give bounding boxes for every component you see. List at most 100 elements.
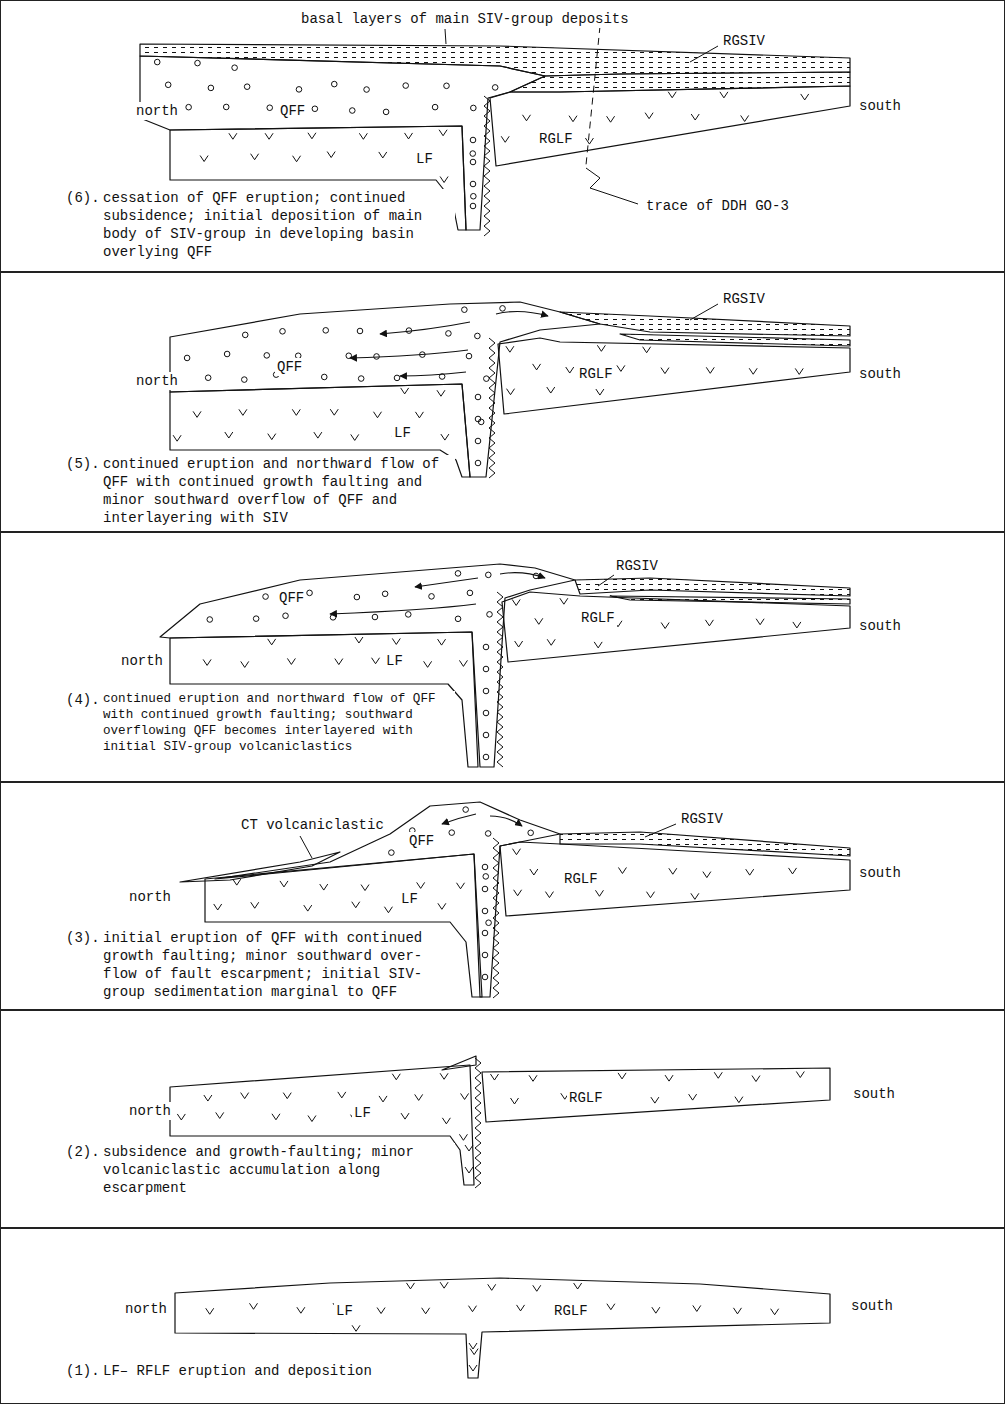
lava-symbol (377, 1308, 385, 1314)
lava-symbol (355, 637, 363, 643)
fragment-symbol (223, 104, 229, 110)
fragment-symbol (357, 328, 363, 334)
lava-symbol (515, 641, 523, 647)
fragment-symbol (483, 644, 489, 650)
unit-label: LF (352, 1104, 373, 1122)
fragment-symbol (482, 908, 488, 914)
lava-symbol (714, 1072, 722, 1078)
lava-symbol (469, 1343, 477, 1349)
fragment-symbol (482, 974, 488, 980)
unit-label: south (857, 617, 903, 635)
lava-symbol (422, 1308, 430, 1314)
lava-symbol (338, 1092, 346, 1098)
unit-label: north (127, 888, 173, 906)
fragment-symbol (455, 616, 461, 622)
unit-label: south (857, 365, 903, 383)
fragment-symbol (483, 710, 489, 716)
fragment-symbol (232, 65, 238, 71)
lava-symbol (733, 1308, 741, 1314)
lava-symbol (308, 133, 316, 139)
lava-symbol (193, 411, 201, 417)
lava-symbol (379, 152, 387, 158)
rock-unit-outline (490, 86, 850, 166)
fragment-symbol (364, 87, 370, 93)
flow-arrow (350, 350, 468, 358)
lava-symbol (547, 387, 555, 393)
unit-label: QFF (278, 102, 307, 120)
lava-symbol (392, 1074, 400, 1080)
stage-panel: northLFRGLFsouth(1).LF– RFLF eruption an… (0, 1228, 1005, 1404)
lava-symbol (595, 890, 603, 896)
volcaniclastic-layer (560, 832, 850, 856)
fragment-symbol (307, 590, 313, 596)
lava-symbol (314, 432, 322, 438)
lava-symbol (752, 1076, 760, 1082)
fragment-symbol (482, 886, 488, 892)
lava-symbol (514, 890, 522, 896)
lava-symbol (465, 1167, 473, 1173)
lava-symbol (533, 1285, 541, 1291)
unit-label: south (857, 97, 903, 115)
fragment-symbol (470, 181, 476, 187)
lava-symbol (203, 659, 211, 665)
fragment-symbol (205, 375, 211, 381)
fragment-symbol (349, 108, 355, 114)
lava-symbol (720, 92, 728, 98)
fragment-symbol (470, 137, 476, 143)
fragment-symbol (483, 732, 489, 738)
lava-symbol (239, 409, 247, 415)
lava-symbol (796, 1071, 804, 1077)
rock-unit-outline (170, 302, 600, 477)
lava-symbol (691, 114, 699, 120)
lava-symbol (594, 642, 602, 648)
lava-symbol (442, 1118, 450, 1124)
growth-fault (475, 1058, 481, 1188)
lava-symbol (327, 152, 335, 158)
lava-symbol (512, 849, 520, 855)
fragment-symbol (485, 831, 491, 837)
lava-symbol (415, 412, 423, 418)
leader-line (645, 824, 676, 837)
lava-symbol (292, 409, 300, 415)
volcaniclastic-layer (575, 578, 850, 596)
leader-line (586, 168, 638, 204)
flow-arrow (380, 322, 470, 334)
growth-fault (489, 338, 495, 478)
fragment-symbol (486, 572, 492, 578)
volcaniclastic-layer (510, 72, 850, 92)
lava-symbol (617, 365, 625, 371)
lava-symbol (280, 881, 288, 887)
fragment-symbol (331, 81, 337, 87)
unit-label: RGSIV (679, 810, 725, 828)
panel-number: (5). (64, 455, 102, 473)
fragment-symbol (432, 104, 438, 110)
fragment-symbol (475, 438, 481, 444)
fragment-symbol (444, 83, 450, 89)
lava-symbol (438, 639, 446, 645)
fragment-symbol (267, 105, 273, 111)
lava-symbol (801, 94, 809, 100)
lava-symbol (440, 1282, 448, 1288)
lava-symbol (507, 389, 515, 395)
panel-number: (1). (64, 1362, 102, 1380)
stage-panel: RGSIVQFFRGLFsouthnorthLF(4).continued er… (0, 532, 1005, 782)
panel-number: (4). (64, 691, 102, 709)
fragment-symbol (186, 104, 192, 110)
unit-label: north (134, 372, 180, 390)
unit-label: north (119, 652, 165, 670)
lava-symbol (459, 1134, 467, 1140)
fragment-symbol (207, 617, 213, 623)
lava-symbol (535, 618, 543, 624)
fragment-symbol (462, 307, 468, 313)
panel-caption: continued eruption and northward flow of… (101, 455, 455, 527)
fragment-symbol (455, 571, 461, 577)
fragment-symbol (283, 613, 289, 619)
lava-symbol (265, 133, 273, 139)
lava-symbol (441, 434, 449, 440)
volcaniclastic-layer (560, 312, 850, 336)
panel-caption: subsidence and growth-faulting; minor vo… (101, 1143, 455, 1197)
panel-caption: continued eruption and northward flow of… (101, 691, 455, 755)
lava-symbol (424, 661, 432, 667)
fragment-symbol (429, 594, 435, 600)
